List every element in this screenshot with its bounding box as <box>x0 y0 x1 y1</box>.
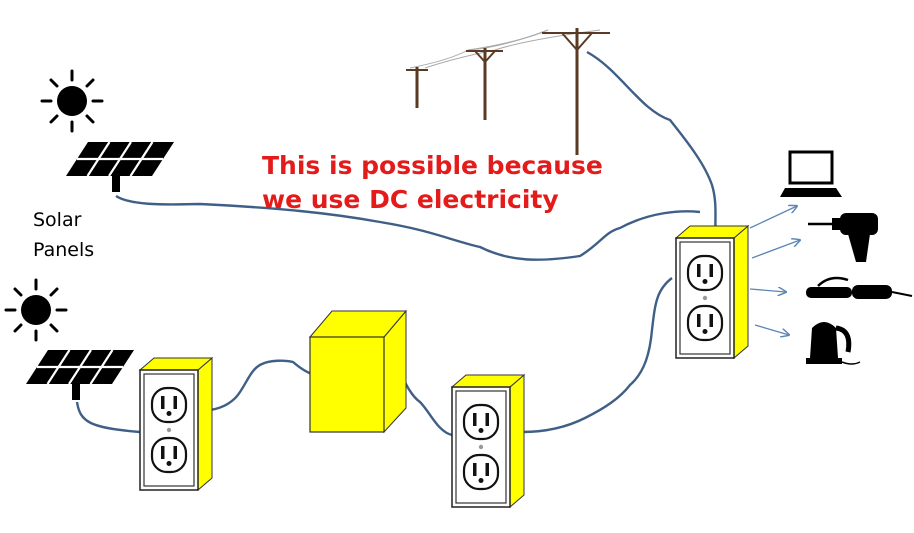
drill-icon <box>808 213 878 262</box>
solar-label-line1: Solar <box>33 209 82 231</box>
outlet-icon <box>450 373 526 509</box>
dc-wires <box>75 50 718 437</box>
curling-iron-icon <box>806 276 913 299</box>
utility-pole-icon <box>406 28 610 155</box>
outlet-icon <box>138 356 214 492</box>
solar-panel-icon <box>24 348 136 402</box>
kettle-icon <box>806 322 861 365</box>
sun-icon <box>4 278 68 342</box>
dc-message: This is possible because we use DC elect… <box>262 149 603 217</box>
solar-label-line2: Panels <box>33 239 95 261</box>
laptop-icon <box>780 150 842 197</box>
storage-box <box>308 309 408 434</box>
dc-message-line1: This is possible because <box>262 151 603 180</box>
appliance-arrows <box>749 206 800 335</box>
power-lines <box>409 29 601 69</box>
sun-icon <box>40 69 104 133</box>
outlet-icon <box>674 224 750 360</box>
solar-panels-label: Solar Panels <box>33 205 94 265</box>
solar-panel-icon <box>64 140 176 194</box>
dc-message-line2: we use DC electricity <box>262 185 559 214</box>
